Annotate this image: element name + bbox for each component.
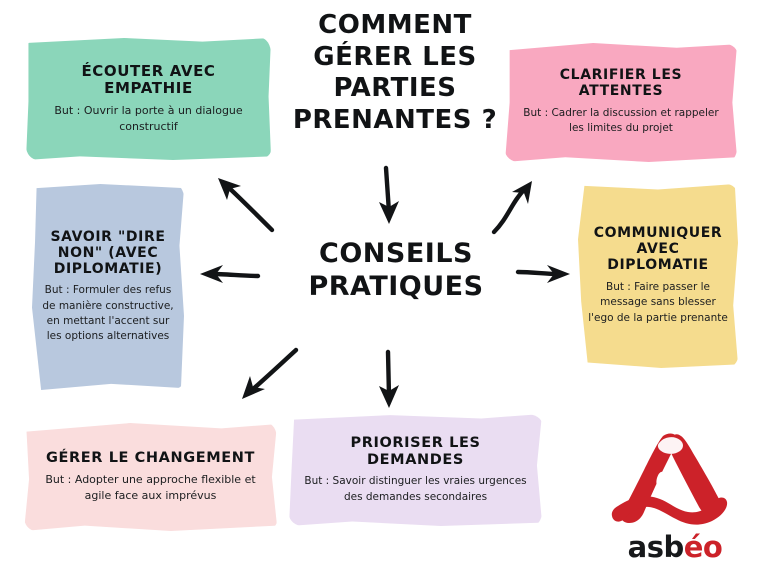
asbeo-mark-icon — [611, 433, 728, 525]
card-gerer-le-changement: GÉRER LE CHANGEMENT But : Adopter une ap… — [24, 423, 277, 531]
asbeo-logo: asbéo — [600, 428, 750, 564]
asbeo-wordmark: asbéo — [600, 533, 750, 562]
arrow-hub-to-dire-non — [200, 265, 261, 283]
card-title: GÉRER LE CHANGEMENT — [46, 449, 255, 466]
arrow-hub-to-clarifier — [491, 181, 532, 235]
card-ecouter: ÉCOUTER AVEC EMPATHIE But : Ouvrir la po… — [26, 38, 271, 160]
card-title: PRIORISER LES DEMANDES — [350, 435, 481, 468]
arrow-headline-to-hub — [379, 165, 399, 224]
card-goal: But : Ouvrir la porte à un dialogue cons… — [54, 104, 243, 134]
wordmark-main: asb — [627, 530, 685, 564]
arrow-hub-to-communiquer — [515, 265, 570, 283]
arrow-hub-to-ecouter — [218, 178, 275, 233]
card-communiquer: COMMUNIQUER AVEC DIPLOMATIE But : Faire … — [578, 184, 738, 368]
wordmark-accent: éo — [683, 530, 723, 564]
arrow-hub-to-prioriser — [379, 349, 399, 408]
page-title: COMMENT GÉRER LES PARTIES PRENANTES ? — [292, 10, 498, 136]
card-title: SAVOIR "DIRE NON" (AVEC DIPLOMATIE) — [50, 228, 166, 277]
card-goal: But : Faire passer le message sans bless… — [588, 281, 728, 324]
arrow-hub-to-gerer-changement — [242, 347, 299, 399]
card-clarifier: CLARIFIER LES ATTENTES But : Cadrer la d… — [505, 43, 737, 162]
hub-label: CONSEILS PRATIQUES — [308, 238, 484, 303]
card-goal: But : Cadrer la discussion et rappeler l… — [523, 107, 719, 135]
card-goal: But : Savoir distinguer les vraies urgen… — [304, 475, 527, 503]
card-prioriser-les-demandes: PRIORISER LES DEMANDES But : Savoir dist… — [289, 414, 542, 526]
card-goal: But : Adopter une approche flexible et a… — [45, 473, 256, 503]
card-savoir-dire-non: SAVOIR "DIRE NON" (AVEC DIPLOMATIE) But … — [32, 184, 184, 390]
card-title: COMMUNIQUER AVEC DIPLOMATIE — [593, 225, 723, 274]
card-title: ÉCOUTER AVEC EMPATHIE — [81, 61, 216, 98]
card-title: CLARIFIER LES ATTENTES — [559, 67, 683, 100]
card-goal: But : Formuler des refus de manière cons… — [42, 284, 174, 343]
